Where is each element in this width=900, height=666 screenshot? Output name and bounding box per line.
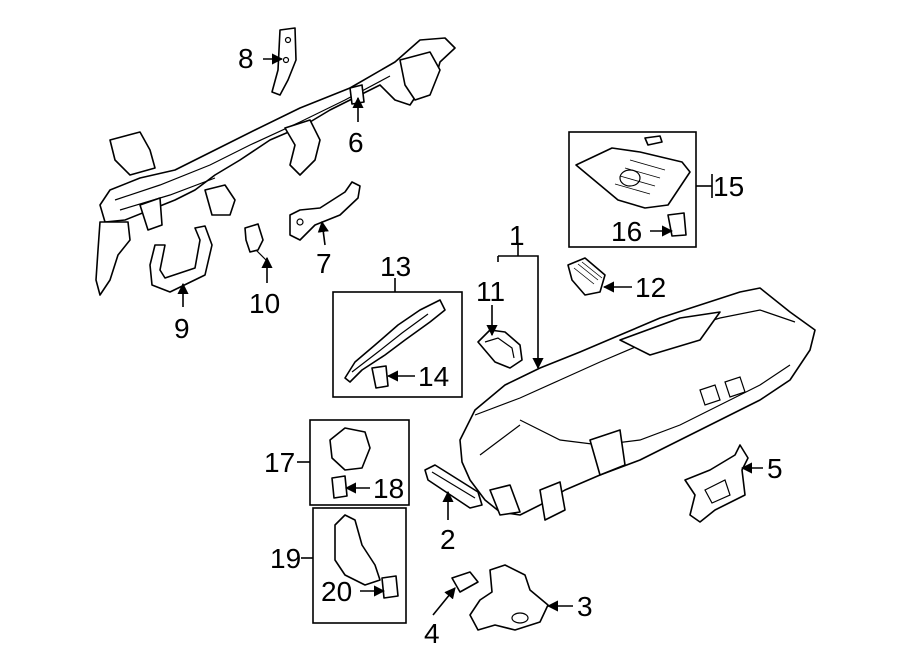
part-17-cover	[329, 427, 371, 471]
part-15-cover	[575, 135, 691, 209]
callout-7: 7	[316, 248, 332, 279]
callout-10: 10	[249, 288, 280, 319]
part-3-bracket	[469, 564, 549, 631]
part-9-brace	[149, 225, 213, 293]
part-20-clip	[381, 575, 399, 599]
callout-11: 11	[476, 276, 505, 307]
callout-9: 9	[174, 313, 190, 344]
part-7-bracket	[289, 181, 361, 241]
callout-16: 16	[611, 216, 642, 247]
part-12-vent	[567, 257, 606, 296]
part-4-clip	[451, 571, 479, 593]
callout-4: 4	[424, 618, 440, 649]
callout-3: 3	[577, 591, 593, 622]
part-1-instrument-panel	[459, 287, 816, 521]
callout-labels: 8 6 7 9 10 1 11 12 13 14 15 16 17 18 19 …	[174, 43, 783, 649]
callout-20: 20	[321, 576, 352, 607]
callout-13: 13	[380, 251, 411, 282]
part-18-clip	[331, 475, 348, 499]
leader-lines	[177, 53, 763, 616]
part-13-reinforcement	[344, 299, 446, 383]
part-2-trim	[424, 464, 483, 509]
callout-14: 14	[418, 361, 449, 392]
part-10-clip	[244, 223, 269, 263]
part-19-panel	[334, 514, 381, 586]
part-8-bracket	[271, 27, 297, 96]
callout-15: 15	[713, 171, 744, 202]
part-16-clip	[667, 212, 687, 237]
callout-1: 1	[509, 220, 525, 251]
callout-6: 6	[348, 127, 364, 158]
callout-19: 19	[270, 543, 301, 574]
callout-8: 8	[238, 43, 254, 74]
callout-12: 12	[635, 272, 666, 303]
part-14-clip	[371, 365, 389, 389]
callout-18: 18	[373, 473, 404, 504]
part-11-vent	[477, 329, 523, 369]
cross-car-beam	[95, 37, 456, 296]
box-15	[568, 131, 697, 248]
box-13	[332, 291, 463, 398]
box-19	[312, 507, 407, 624]
callout-17: 17	[264, 447, 295, 478]
callout-5: 5	[767, 453, 783, 484]
callout-2: 2	[440, 524, 456, 555]
part-5-bracket	[684, 444, 749, 523]
